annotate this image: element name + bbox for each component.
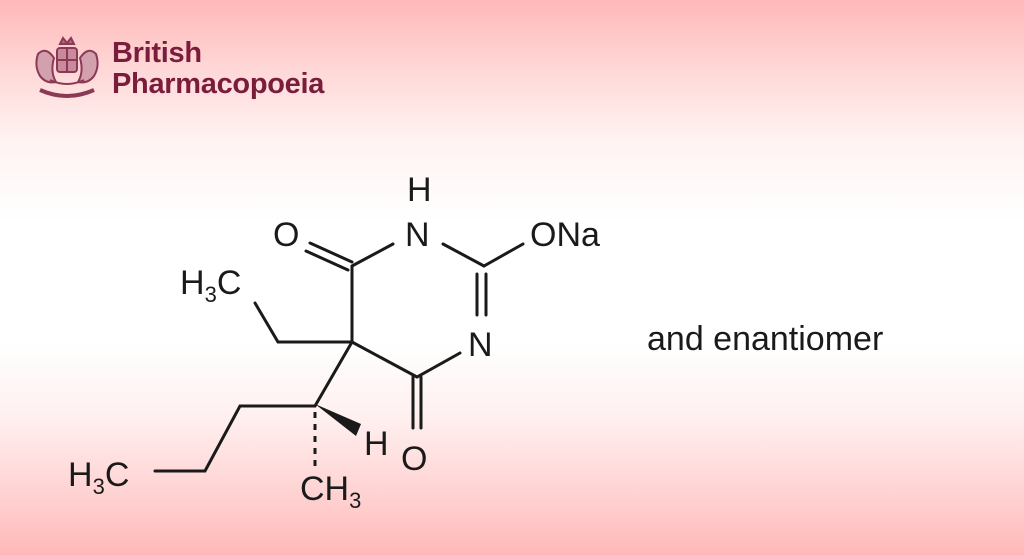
ring-bond	[350, 340, 462, 379]
ethyl-bond	[253, 301, 354, 344]
atom-h3c-ethyl: H3C	[180, 264, 241, 307]
atom-o-top: O	[273, 216, 299, 254]
carbonyl-bond-bottom	[411, 375, 423, 430]
ona-bond	[482, 242, 525, 268]
atom-n2: N	[468, 326, 493, 364]
atom-h3c-propyl: H3C	[68, 456, 129, 499]
carbonyl-bond-top	[304, 241, 354, 272]
atom-ona: ONa	[530, 216, 600, 254]
atom-o-bottom: O	[401, 440, 427, 478]
atom-n1: N	[405, 216, 430, 254]
imine-double-bond	[475, 272, 488, 317]
propyl-bond	[153, 404, 317, 473]
british-pharmacopoeia-logo: British Pharmacopoeia	[30, 34, 324, 104]
brand-line-1: British	[112, 37, 202, 69]
atom-ch3: CH3	[300, 470, 361, 513]
ring-bond	[441, 242, 486, 268]
wedge-bond	[315, 404, 361, 436]
enantiomer-caption: and enantiomer	[647, 320, 884, 358]
royal-coat-of-arms-icon	[35, 36, 99, 98]
brand-line-2: Pharmacopoeia	[112, 68, 325, 100]
atom-h-stereo: H	[364, 425, 389, 463]
brand-name: British Pharmacopoeia	[112, 38, 324, 100]
atom-h-nh: H	[407, 171, 432, 209]
c-c-bond	[313, 340, 354, 408]
ring-bond	[350, 242, 395, 268]
